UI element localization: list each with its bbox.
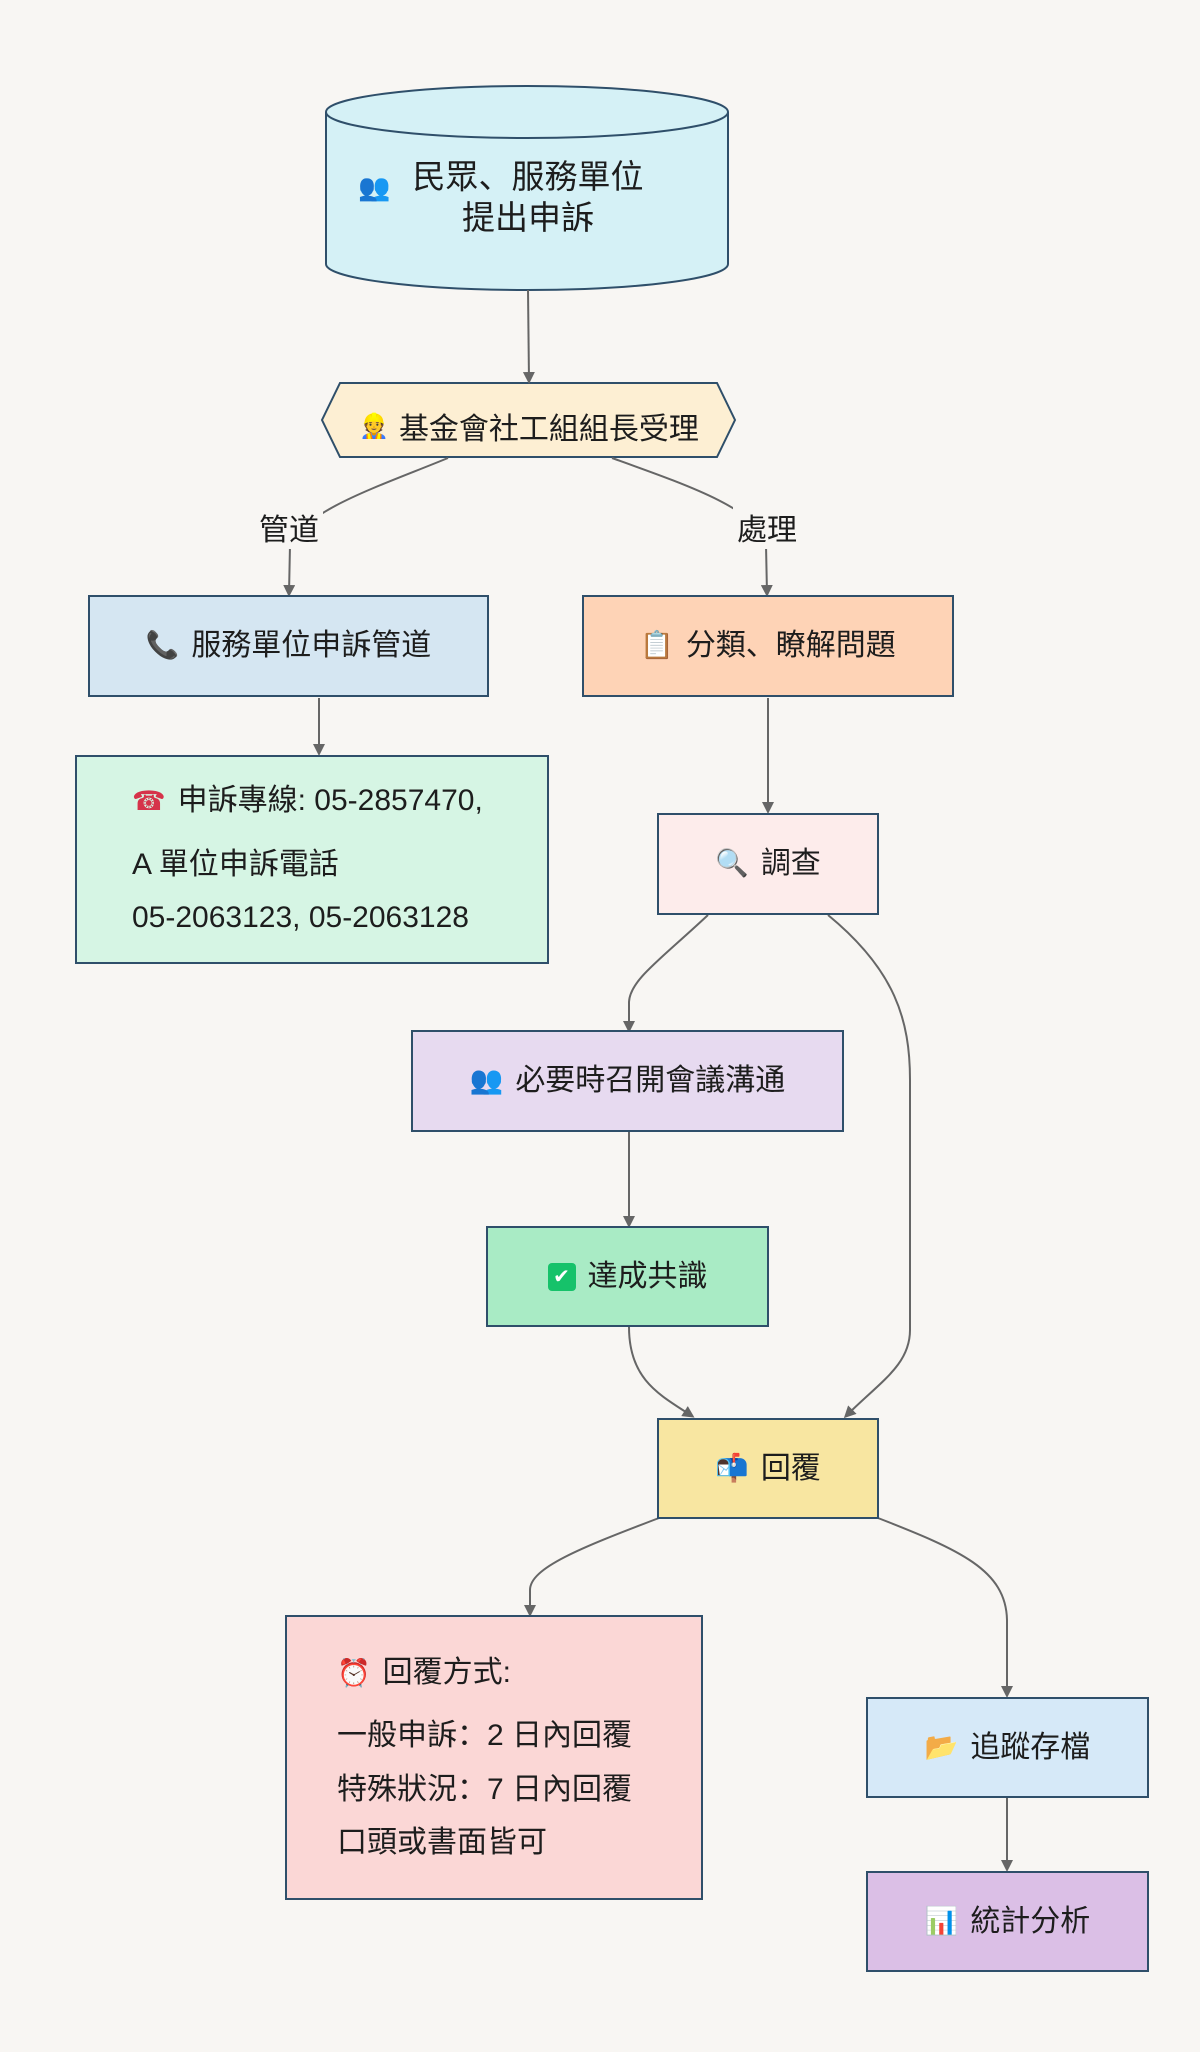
worker-icon: 👷 xyxy=(359,412,389,440)
classify-node: 📋 分類、瞭解問題 xyxy=(582,595,954,697)
phone-icon: 📞 xyxy=(145,630,180,662)
consensus-label: 達成共識 xyxy=(587,1259,708,1293)
hotline-line1: 申訴專線: 05-2857470, xyxy=(177,784,483,818)
archive-label: 追蹤存檔 xyxy=(970,1730,1091,1764)
start-line2: 提出申訴 xyxy=(462,199,594,237)
edge-reply-to-method xyxy=(524,1517,660,1617)
edge-consensus-to-reply xyxy=(628,1326,695,1418)
alarm-clock-icon: ⏰ xyxy=(337,1657,371,1689)
hotline-line3: 05-2063123, 05-2063128 xyxy=(132,901,469,935)
reply-node: 📬 回覆 xyxy=(657,1418,879,1519)
edge-investigate-to-reply xyxy=(827,914,911,1419)
reply-method-line2: 特殊狀況：7 日內回覆 xyxy=(337,1772,633,1806)
receiver-node-hexagon xyxy=(320,382,737,458)
investigate-label: 調查 xyxy=(760,847,821,881)
hotline-node: ☎ 申訴專線: 05-2857470, A 單位申訴電話 05-2063123, … xyxy=(75,755,549,964)
channel-label: 服務單位申訴管道 xyxy=(191,629,432,663)
clipboard-icon: 📋 xyxy=(640,630,674,662)
reply-method-node: ⏰ 回覆方式: 一般申訴：2 日內回覆 特殊狀況：7 日內回覆 口頭或書面皆可 xyxy=(285,1615,703,1900)
reply-method-line1: 一般申訴：2 日內回覆 xyxy=(337,1719,633,1752)
archive-node: 📂 追蹤存檔 xyxy=(866,1697,1149,1798)
channel-node: 📞 服務單位申訴管道 xyxy=(88,595,489,697)
edge-investigate-to-meeting xyxy=(623,914,709,1033)
start-line1: 民眾、服務單位 xyxy=(412,158,644,195)
people-icon: 👥 xyxy=(358,173,391,203)
edge-reply-to-archive xyxy=(877,1517,1013,1698)
investigate-node: 🔍 調查 xyxy=(657,813,879,915)
reply-method-title: 回覆方式: xyxy=(382,1655,511,1689)
reply-label: 回覆 xyxy=(760,1451,821,1485)
people-icon: 👥 xyxy=(469,1065,504,1097)
start-node-cylinder xyxy=(325,85,729,291)
edge-start-to-receiver xyxy=(522,289,535,384)
receiver-node-text: 👷 基金會社工組組長受理 xyxy=(322,390,736,462)
folder-icon: 📂 xyxy=(924,1731,959,1763)
meeting-label: 必要時召開會議溝通 xyxy=(515,1064,786,1098)
consensus-node: ✔ 達成共識 xyxy=(486,1226,769,1327)
mailbox-icon: 📬 xyxy=(715,1452,749,1484)
stats-label: 統計分析 xyxy=(970,1904,1091,1938)
stats-node: 📊 統計分析 xyxy=(866,1871,1149,1972)
magnifier-icon: 🔍 xyxy=(715,848,749,880)
receiver-label: 基金會社工組組長受理 xyxy=(398,413,699,446)
meeting-node: 👥 必要時召開會議溝通 xyxy=(411,1030,844,1132)
edge-label-channel: 管道 xyxy=(255,505,323,549)
classify-label: 分類、瞭解問題 xyxy=(685,629,896,663)
bar-chart-icon: 📊 xyxy=(924,1905,959,1937)
hotline-line2: A 單位申訴電話 xyxy=(132,847,339,881)
telephone-icon: ☎ xyxy=(132,786,166,818)
reply-method-line3: 口頭或書面皆可 xyxy=(337,1826,547,1859)
start-node-text: 👥 民眾、服務單位 提出申訴 xyxy=(328,156,728,239)
edge-label-handling: 處理 xyxy=(733,505,801,549)
check-icon: ✔ xyxy=(547,1262,576,1291)
